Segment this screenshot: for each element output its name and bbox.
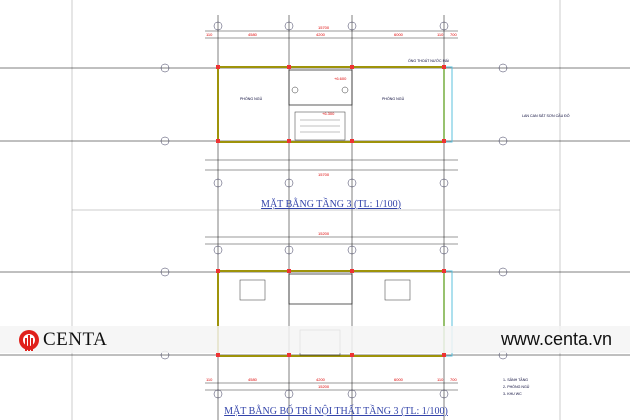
legend-item: 3- KHU WC bbox=[503, 392, 522, 396]
dimension: 4580 bbox=[248, 32, 258, 37]
plan-bottom: 15200 15200 110 4580 4200 6000 110 700 1… bbox=[160, 231, 530, 417]
centa-logo: CENTA bbox=[18, 329, 107, 351]
level-mark: +6.300 bbox=[322, 111, 335, 116]
level-mark: +6.600 bbox=[334, 76, 347, 81]
plan-top: PHÒNG NGỦ PHÒNG NGỦ +6.600 +6.300 ỐNG TH… bbox=[160, 21, 570, 210]
dimension: 4200 bbox=[316, 377, 326, 382]
dimension: 4200 bbox=[316, 32, 326, 37]
dimension: 110 bbox=[206, 377, 213, 382]
total-dimension: 15700 bbox=[318, 172, 330, 177]
dimension: 6000 bbox=[394, 377, 404, 382]
legend-item: 1- SẢNH TẦNG bbox=[503, 377, 528, 382]
total-dimension: 15200 bbox=[318, 231, 330, 236]
plan-title: MẶT BẰNG TẦNG 3 (TL: 1/100) bbox=[261, 197, 401, 210]
brand-band bbox=[0, 326, 630, 353]
note: LAN CAN SẮT SƠN CẦU ĐỎ bbox=[522, 113, 570, 118]
dimension: 110 bbox=[437, 32, 444, 37]
centa-logo-icon bbox=[19, 330, 39, 351]
dimension: 700 bbox=[450, 32, 457, 37]
dimension: 110 bbox=[206, 32, 213, 37]
total-dimension: 15200 bbox=[318, 384, 330, 389]
grid-bubbles bbox=[160, 21, 508, 188]
dimension: 110 bbox=[437, 377, 444, 382]
brand-name: CENTA bbox=[43, 329, 108, 350]
total-dimension: 15700 bbox=[318, 25, 330, 30]
website-link[interactable]: www.centa.vn bbox=[500, 329, 612, 349]
grid-bubbles bbox=[160, 245, 508, 399]
dimension: 700 bbox=[450, 377, 457, 382]
note: ỐNG THOÁT NƯỚC MÁI bbox=[408, 58, 449, 63]
room-label: PHÒNG NGỦ bbox=[382, 96, 405, 101]
room-label: PHÒNG NGỦ bbox=[240, 96, 263, 101]
dimension: 6000 bbox=[394, 32, 404, 37]
plan-title: MẶT BẰNG BỐ TRÍ NỘI THẤT TẦNG 3 (TL: 1/1… bbox=[224, 404, 448, 417]
dimension: 4580 bbox=[248, 377, 258, 382]
legend-item: 2- PHÒNG NGỦ bbox=[503, 384, 530, 389]
